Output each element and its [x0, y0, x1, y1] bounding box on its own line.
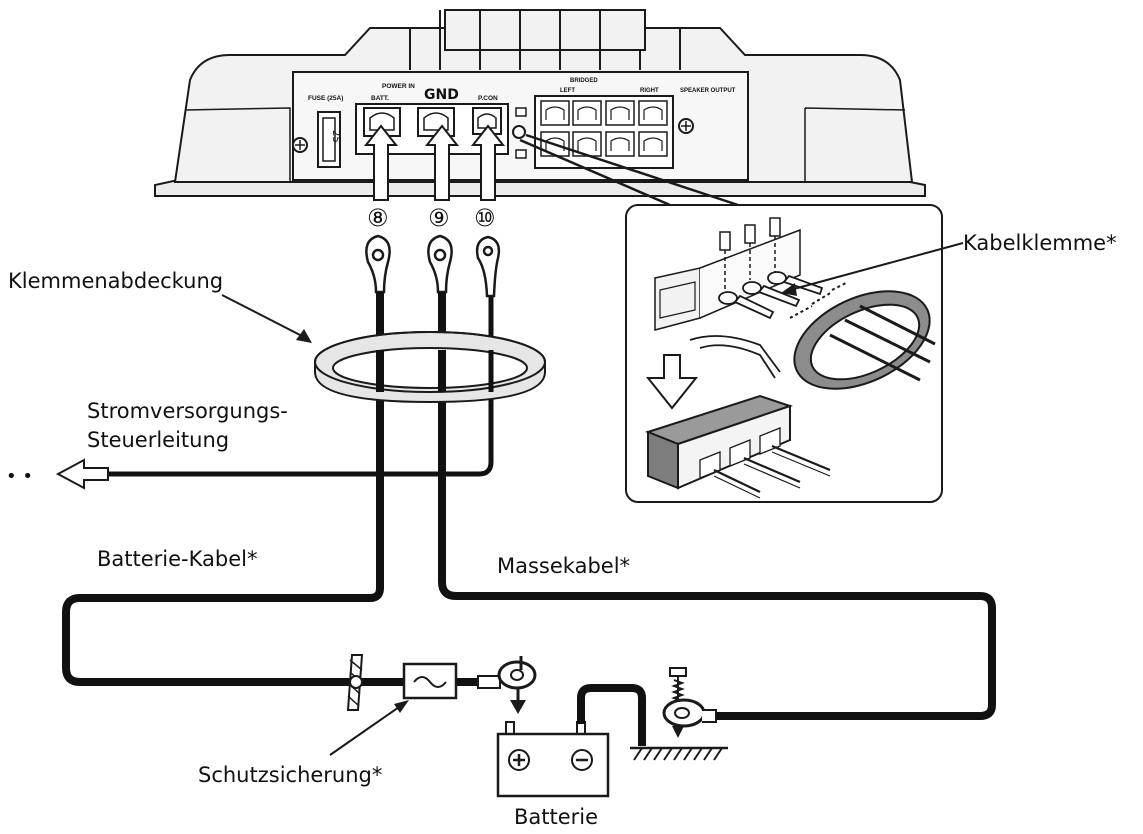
terminal-cover	[314, 331, 546, 404]
terminal-number-8: ⑧	[367, 204, 389, 232]
battery	[496, 721, 610, 798]
battery-cable	[62, 292, 482, 686]
gnd-terminal	[417, 107, 455, 137]
minus-icon	[571, 749, 593, 771]
pcon-label: P.CON	[478, 95, 498, 102]
ring-terminal-icon	[662, 698, 717, 728]
label-battery-cable: Batterie-Kabel*	[97, 547, 257, 571]
label-power-control-1: Stromversorgungs-	[87, 399, 288, 423]
left-label: LEFT	[560, 88, 575, 94]
plus-icon	[508, 749, 530, 771]
screw-icon	[678, 118, 694, 134]
speaker-output-label: SPEAKER OUTPUT	[680, 88, 736, 94]
bridged-label: BRIDGED	[570, 78, 598, 84]
label-terminal-cover: Klemmenabdeckung	[8, 269, 223, 293]
battery-ground-strap	[577, 684, 646, 746]
screw-icon	[512, 125, 526, 139]
arrow-left-icon	[55, 458, 109, 490]
ring-terminal-icon	[427, 234, 453, 294]
terminal-number-10: ⑩	[474, 204, 496, 232]
label-power-control-2: Steuerleitung	[87, 428, 229, 452]
ring-terminal-icon	[475, 235, 501, 298]
amplifier-fin-block	[444, 9, 646, 51]
ellipsis: • •	[6, 466, 33, 487]
fuse-value: 25	[330, 130, 341, 143]
gnd-label: GND	[424, 87, 459, 103]
ring-terminal-icon	[477, 660, 537, 690]
label-cable-clamp: Kabelklemme*	[963, 231, 1117, 255]
cable-clamp-inset	[519, 133, 943, 503]
inset-callout	[519, 133, 739, 207]
power-in-label: POWER IN	[382, 83, 415, 90]
arrow-up-icon	[363, 124, 399, 201]
fuse-holder	[402, 662, 458, 700]
power-control-line	[105, 296, 494, 477]
ground-cable	[438, 292, 996, 720]
label-ground-cable: Massekabel*	[497, 554, 630, 578]
clamp-ring	[793, 290, 931, 390]
leader-protection-fuse	[329, 700, 409, 756]
fuse-label: FUSE (25A)	[308, 95, 343, 102]
amplifier: FUSE (25A) 25 POWER IN BATT. GND P.CON B…	[154, 9, 926, 197]
label-battery: Batterie	[514, 805, 598, 829]
right-label: RIGHT	[640, 88, 659, 94]
arrow-up-icon	[424, 124, 460, 201]
grommet	[346, 654, 364, 711]
terminal-number-9: ⑨	[428, 204, 450, 232]
clamped-terminal-block	[645, 394, 831, 499]
screw-icon	[292, 137, 308, 153]
ground-icon	[630, 746, 728, 761]
batt-label: BATT.	[371, 95, 389, 102]
leader-terminal-cover	[221, 294, 312, 343]
label-protection-fuse: Schutzsicherung*	[198, 763, 382, 787]
arrow-up-icon	[470, 124, 506, 201]
leader-cable-clamp	[781, 242, 964, 296]
arrow-down-icon	[645, 354, 699, 410]
ring-terminal-icon	[365, 234, 391, 294]
arrow-down-icon	[510, 688, 526, 714]
